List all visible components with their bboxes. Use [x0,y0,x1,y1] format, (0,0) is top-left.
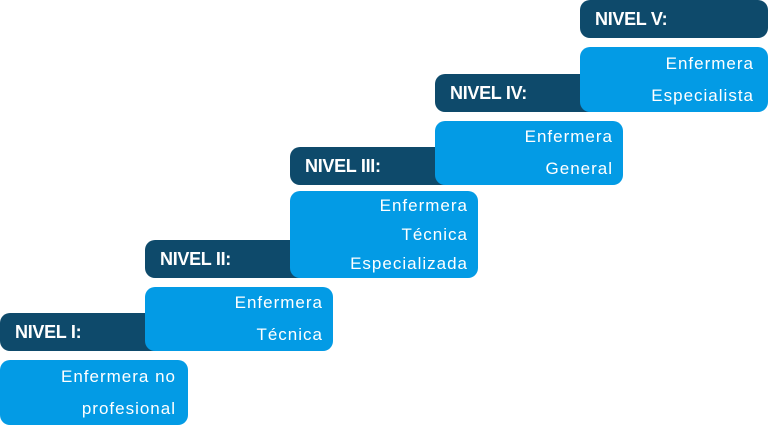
level-1-role-line-1: Enfermera no [61,366,176,386]
level-4-role-box: Enfermera General [435,121,623,185]
level-1-role-box: Enfermera no profesional [0,360,188,425]
level-1-label: NIVEL I: [0,313,165,351]
level-4-role-line-1: Enfermera [524,127,613,146]
level-3-role-line-2: Técnica [401,225,468,244]
level-3-role-line-3: Especializada [350,254,468,273]
level-5-label: NIVEL V: [580,0,768,38]
level-3-role-box: Enfermera Técnica Especializada [290,191,478,278]
level-2-role-line-1: Enfermera [234,293,323,312]
level-1-role-line-2: profesional [81,398,176,418]
level-4-label: NIVEL IV: [435,74,600,112]
level-2-role-line-2: Técnica [256,325,323,344]
level-2-role-box: Enfermera Técnica [145,287,333,351]
level-5-role-line-1: Enfermera [665,53,754,73]
level-4-role-line-2: General [545,159,613,178]
level-5-role-line-2: Especialista [651,85,754,105]
level-3-role-line-1: Enfermera [379,196,468,215]
level-5-role-box: Enfermera Especialista [580,47,768,112]
level-2-label: NIVEL II: [145,240,310,278]
level-3-label: NIVEL III: [290,147,455,185]
